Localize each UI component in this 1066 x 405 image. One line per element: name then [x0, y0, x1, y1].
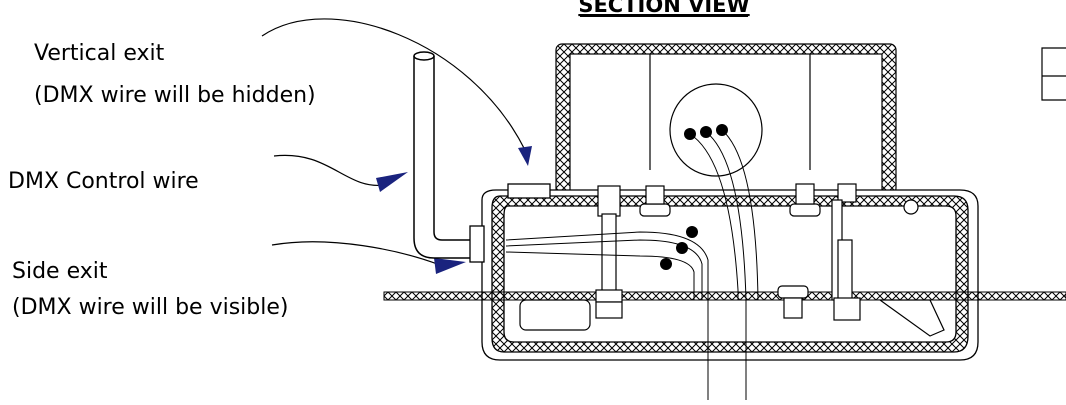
mounting-panel — [383, 291, 1066, 301]
wire-dot — [676, 242, 688, 254]
wire-dot — [686, 226, 698, 238]
side-exit-note: (DMX wire will be visible) — [12, 295, 288, 320]
dmx-wire-arrowhead — [376, 172, 408, 192]
internal-hardware — [519, 183, 945, 337]
enclosure-body — [469, 183, 979, 361]
wire-dot — [716, 124, 728, 136]
wire-dot — [684, 128, 696, 140]
vertical-exit-label: Vertical exit — [34, 41, 165, 66]
side-exit-leader — [271, 241, 441, 266]
dmx-wires — [505, 129, 759, 400]
vertical-exit-arrowhead — [518, 146, 532, 166]
screw-left-top — [597, 185, 621, 217]
wire-dot — [660, 258, 672, 270]
partial-box-right — [1041, 47, 1066, 101]
arrowheads — [376, 146, 532, 274]
wire-dots — [660, 124, 728, 270]
leader-lines — [261, 18, 526, 266]
wire-dot — [700, 126, 712, 138]
vertical-exit-note: (DMX wire will be hidden) — [34, 83, 316, 108]
side-exit-arrowhead — [434, 258, 466, 274]
dmx-control-wire-label: DMX Control wire — [8, 169, 199, 194]
vertical-conduit — [413, 51, 470, 259]
dmx-wire-leader — [273, 154, 386, 186]
upper-lid — [555, 43, 897, 195]
side-exit-label: Side exit — [12, 259, 108, 284]
section-view-title: SECTION VIEW — [578, 0, 749, 17]
vertical-exit-leader — [261, 18, 526, 151]
